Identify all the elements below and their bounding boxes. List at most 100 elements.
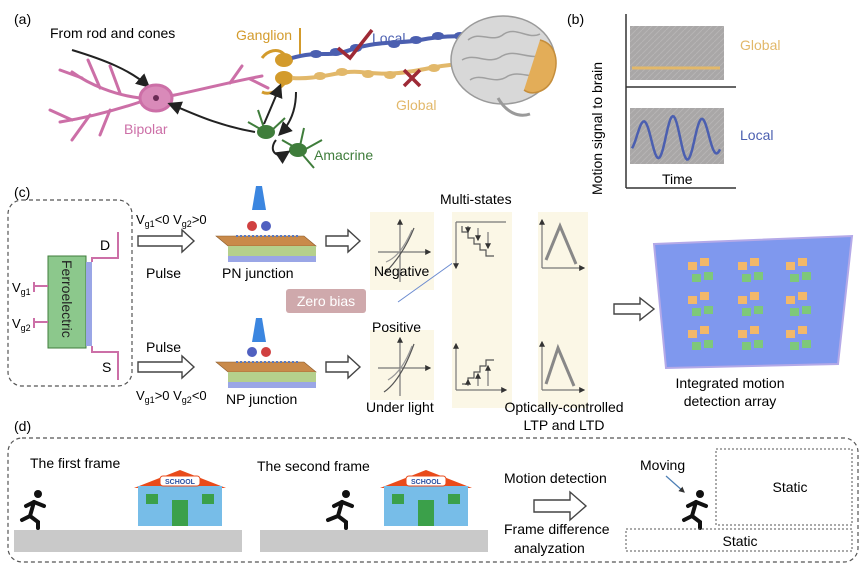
motion-detection-arrow: [533, 490, 588, 522]
top-pulse-arrow: [137, 228, 196, 254]
array-pixel-1: [688, 258, 713, 282]
ltp-plot: [539, 218, 586, 271]
positive-label: Positive: [372, 319, 421, 335]
multistate-bg: [452, 212, 512, 408]
vg1-label: Vg1: [12, 280, 31, 297]
np-to-plot-arrow: [325, 354, 362, 380]
array-pixel-3: [786, 258, 811, 282]
panel-d-label: (d): [14, 418, 31, 434]
array-pixel-8: [738, 326, 763, 350]
input-arrow: [71, 49, 151, 88]
vg2-label: Vg2: [12, 316, 31, 333]
panel-c: (c) Ferroelectric D S Vg1 Vg2 Vg1<0 Vg2>…: [7, 184, 854, 433]
drain-wire: [91, 232, 119, 262]
source-wire: [91, 346, 119, 380]
ganglion-cells: [260, 28, 301, 95]
static-upper-label: Static: [772, 479, 807, 495]
array-pixel-9: [786, 326, 811, 350]
b-local-label: Local: [740, 127, 773, 143]
array-line1: Integrated motion: [676, 375, 785, 391]
iv-plot-bottom: [378, 336, 432, 396]
array-pixel-6: [786, 292, 811, 316]
zero-bias-pointer: [397, 261, 455, 303]
detection-array-icon: [652, 234, 854, 370]
runner-icon-second: [326, 490, 354, 530]
drain-label: D: [100, 237, 110, 253]
feedback-arrow-down: [278, 91, 297, 136]
to-array-arrow: [613, 296, 656, 322]
panel-d-box: [7, 437, 859, 563]
feedback-arrow-bipolar: [167, 101, 256, 133]
motion-detection-label: Motion detection: [504, 470, 607, 486]
global-label: Global: [396, 97, 436, 113]
gate1-wire: [33, 282, 48, 292]
panel-a: (a) From rod and cones Bipolar: [14, 11, 557, 169]
b-global-label: Global: [740, 37, 780, 53]
school-sign-second: SCHOOL: [411, 479, 442, 486]
local-signal: [630, 114, 722, 161]
top-pulse-label: Pulse: [146, 265, 181, 281]
ltp-ltd-line1: Optically-controlled: [504, 399, 623, 415]
gate2-wire: [33, 318, 48, 328]
second-frame-floor: [260, 530, 488, 552]
panel-a-label: (a): [14, 11, 31, 27]
array-pixel-2: [738, 258, 763, 282]
bipolar-label: Bipolar: [124, 121, 168, 137]
multi-states-label: Multi-states: [440, 191, 512, 207]
amacrine-cells: [247, 109, 323, 169]
brain-icon: [450, 15, 557, 117]
ferroelectric-label: Ferroelectric: [59, 260, 75, 338]
zero-bias-label: Zero bias: [297, 293, 355, 309]
ltp-ltd-line2: LTP and LTD: [524, 417, 605, 433]
moving-label: Moving: [640, 457, 685, 473]
ganglion-label: Ganglion: [236, 27, 292, 43]
bottom-pulse-label: Pulse: [146, 339, 181, 355]
frame-diff-line2: analyzation: [514, 540, 585, 556]
global-plot-bg: [630, 26, 724, 80]
school-building-icon-first: SCHOOL: [134, 470, 226, 526]
device-box: [7, 199, 133, 387]
panel-b-label: (b): [567, 11, 584, 27]
iv-plot-top: [378, 218, 432, 282]
first-frame-floor: [14, 530, 242, 552]
bottom-condition: Vg1>0 Vg2<0: [136, 388, 207, 405]
bipolar-cell: [48, 58, 270, 142]
school-building-icon-second: SCHOOL: [380, 470, 472, 526]
static-lower-label: Static: [722, 533, 757, 549]
runner-icon-detected: [682, 490, 708, 530]
negative-label: Negative: [374, 263, 429, 279]
b-ylabel: Motion signal to brain: [589, 62, 605, 195]
cross-icon: [402, 68, 422, 88]
second-frame-label: The second frame: [257, 458, 370, 474]
source-label: S: [102, 359, 111, 375]
pn-to-plot-arrow: [325, 228, 362, 254]
b-xlabel: Time: [662, 171, 693, 187]
feedback-arrow-amacrine: [271, 139, 291, 165]
school-sign-first: SCHOOL: [165, 479, 196, 486]
static-region-upper: [715, 448, 853, 526]
first-frame-label: The first frame: [30, 455, 120, 471]
runner-icon-first: [20, 490, 46, 530]
np-device-icon: [215, 318, 317, 388]
multistate-plot-bottom: [453, 342, 508, 393]
bottom-pulse-arrow: [137, 354, 196, 380]
feedback-arrow-ganglion: [263, 83, 283, 125]
check-icon: [336, 28, 374, 61]
channel-layer: [86, 262, 92, 346]
ltp-ltd-bg: [538, 212, 588, 408]
pn-device-icon: [215, 186, 317, 262]
multistate-plot-top: [453, 221, 506, 270]
panel-b: (b) Motion signal to brain Global Local …: [567, 11, 780, 195]
under-light-label: Under light: [366, 399, 434, 415]
np-junction-label: NP junction: [226, 391, 297, 407]
array-pixel-7: [688, 326, 713, 350]
array-line2: detection array: [684, 393, 777, 409]
input-text: From rod and cones: [50, 25, 175, 41]
panel-c-label: (c): [14, 184, 30, 200]
array-pixel-4: [688, 292, 713, 316]
zero-bias-badge: [286, 289, 366, 313]
array-pixel-5: [738, 292, 763, 316]
amacrine-label: Amacrine: [314, 147, 373, 163]
